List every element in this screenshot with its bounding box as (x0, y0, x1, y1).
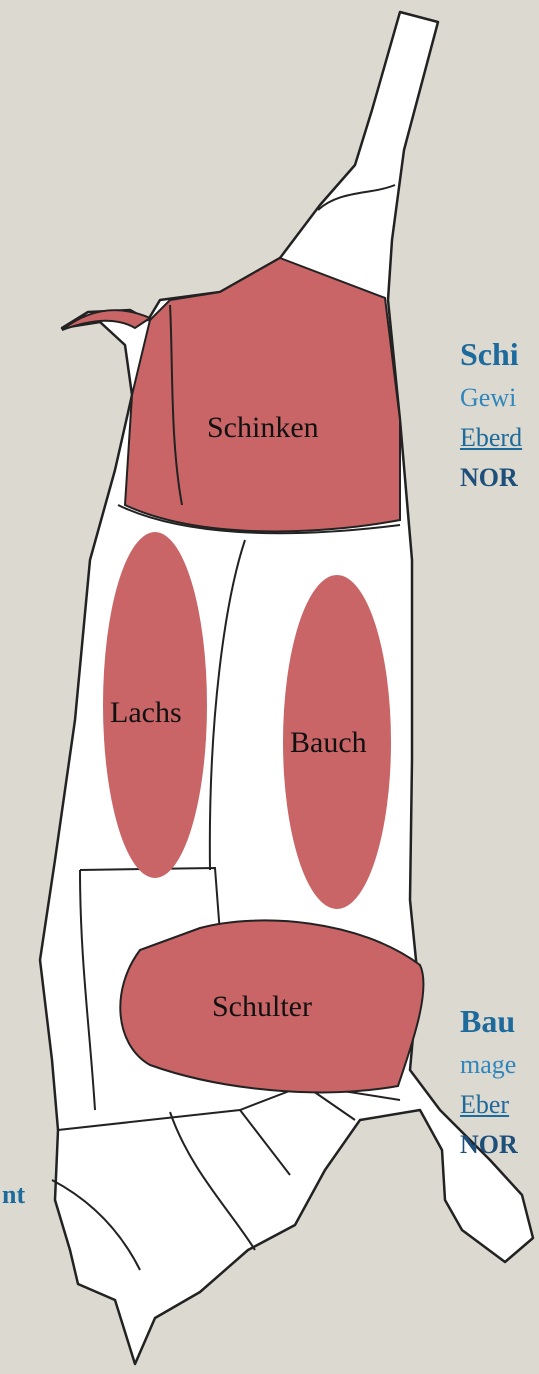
schinken-info-title: Schi (460, 336, 519, 373)
lachs-label: Lachs (110, 696, 182, 729)
schinken-info-brand: NOR (460, 463, 518, 493)
bauch-info-brand: NOR (460, 1130, 518, 1160)
schinken-label: Schinken (207, 411, 319, 444)
schinken-info-desc: Gewi (460, 383, 516, 413)
bauch-info-link[interactable]: Eber (460, 1090, 509, 1120)
bauch-info-desc: mage (460, 1050, 516, 1080)
bauch-label: Bauch (290, 726, 367, 759)
schulter-label: Schulter (212, 990, 312, 1023)
schinken-info-link[interactable]: Eberd (460, 423, 522, 453)
bauch-info-title: Bau (460, 1003, 515, 1040)
left-edge-fragment: nt (2, 1180, 25, 1210)
